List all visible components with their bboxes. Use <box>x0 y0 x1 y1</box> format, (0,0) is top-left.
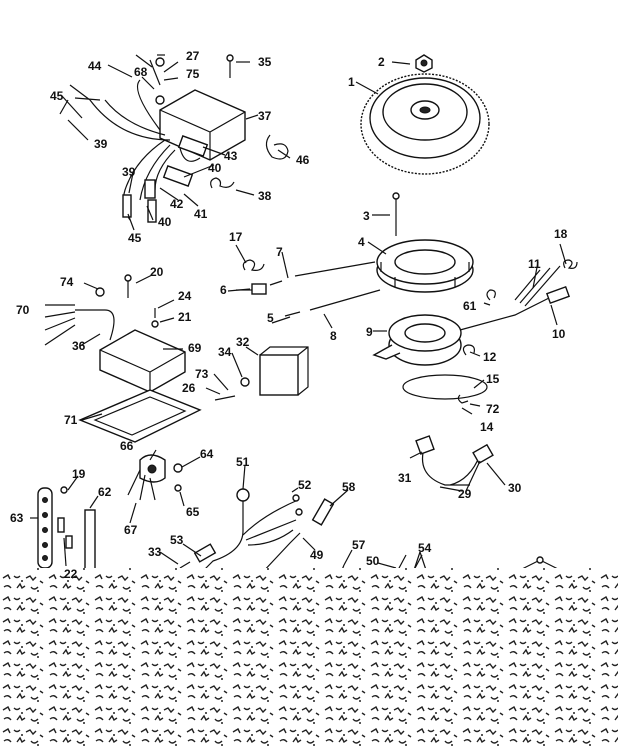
part-label-12: 12 <box>483 350 497 364</box>
part-label-19: 19 <box>72 467 86 481</box>
part-label-74: 74 <box>60 275 74 289</box>
terminal-strip <box>37 486 96 573</box>
flywheel-nut <box>415 54 433 73</box>
part-label-73: 73 <box>195 367 209 381</box>
part-label-4: 4 <box>358 235 365 249</box>
part-label-51: 51 <box>236 455 250 469</box>
part-label-31: 31 <box>398 471 412 485</box>
part-label-32: 32 <box>236 335 250 349</box>
part-label-66: 66 <box>120 439 134 453</box>
part-label-39: 39 <box>94 137 108 151</box>
part-label-9: 9 <box>366 325 373 339</box>
stator-screw <box>392 192 400 236</box>
part-label-14: 14 <box>480 420 494 434</box>
part-label-45: 45 <box>50 89 64 103</box>
ignition-coil <box>214 346 309 401</box>
part-label-26: 26 <box>182 381 196 395</box>
part-label-57: 57 <box>352 538 366 552</box>
part-label-17: 17 <box>229 230 243 244</box>
part-label-21: 21 <box>178 310 192 324</box>
part-label-34: 34 <box>218 345 232 359</box>
ground-harness <box>179 488 335 576</box>
part-label-68: 68 <box>134 65 148 79</box>
part-label-43: 43 <box>224 149 238 163</box>
part-label-50: 50 <box>366 554 380 568</box>
part-label-1: 1 <box>348 75 355 89</box>
part-label-5: 5 <box>267 311 274 325</box>
flywheel <box>360 73 490 175</box>
part-label-39-alt-0: 39 <box>122 165 136 179</box>
part-label-46: 46 <box>296 153 310 167</box>
part-label-61: 61 <box>463 299 477 313</box>
part-label-58: 58 <box>342 480 356 494</box>
stator-assembly <box>376 239 474 293</box>
part-label-35: 35 <box>258 55 272 69</box>
part-label-40: 40 <box>158 215 172 229</box>
stator-leads <box>236 261 571 331</box>
part-label-49: 49 <box>310 548 324 562</box>
scan-noise-band <box>0 568 618 746</box>
part-label-72: 72 <box>486 402 500 416</box>
part-label-10: 10 <box>552 327 566 341</box>
part-label-45-alt-0: 45 <box>128 231 142 245</box>
part-label-42: 42 <box>170 197 184 211</box>
part-label-33: 33 <box>148 545 162 559</box>
timer-base <box>372 314 462 366</box>
part-label-69: 69 <box>188 341 202 355</box>
part-label-27: 27 <box>186 49 200 63</box>
part-label-40-alt-0: 40 <box>208 161 222 175</box>
part-label-22: 22 <box>64 567 78 581</box>
part-label-29: 29 <box>458 487 472 501</box>
part-label-52: 52 <box>298 478 312 492</box>
part-label-65: 65 <box>186 505 200 519</box>
part-label-24: 24 <box>178 289 192 303</box>
part-label-75: 75 <box>186 67 200 81</box>
part-label-71: 71 <box>64 413 78 427</box>
part-label-67: 67 <box>124 523 138 537</box>
part-label-20: 20 <box>150 265 164 279</box>
part-label-8: 8 <box>330 329 337 343</box>
part-label-70: 70 <box>16 303 30 317</box>
clips <box>242 259 578 415</box>
part-label-37: 37 <box>258 109 272 123</box>
part-label-30: 30 <box>508 481 522 495</box>
part-label-15: 15 <box>486 372 500 386</box>
part-label-38: 38 <box>258 189 272 203</box>
part-label-64: 64 <box>200 447 214 461</box>
part-label-11: 11 <box>528 257 541 271</box>
terminal-block <box>127 454 183 501</box>
spark-plug-leads <box>415 435 494 486</box>
part-label-36: 36 <box>72 339 86 353</box>
part-label-41: 41 <box>194 207 208 221</box>
part-label-53: 53 <box>170 533 184 547</box>
part-label-18: 18 <box>554 227 568 241</box>
part-label-2: 2 <box>378 55 385 69</box>
power-pack-harness <box>69 54 289 223</box>
part-label-62: 62 <box>98 485 112 499</box>
leader-lines <box>30 54 567 571</box>
part-label-44: 44 <box>88 59 102 73</box>
part-label-7: 7 <box>276 245 283 259</box>
rectifier-module <box>44 274 202 443</box>
retaining-ring <box>402 374 488 400</box>
part-label-54: 54 <box>418 541 432 555</box>
part-label-63: 63 <box>10 511 24 525</box>
part-label-3: 3 <box>363 209 370 223</box>
part-label-6: 6 <box>220 283 227 297</box>
